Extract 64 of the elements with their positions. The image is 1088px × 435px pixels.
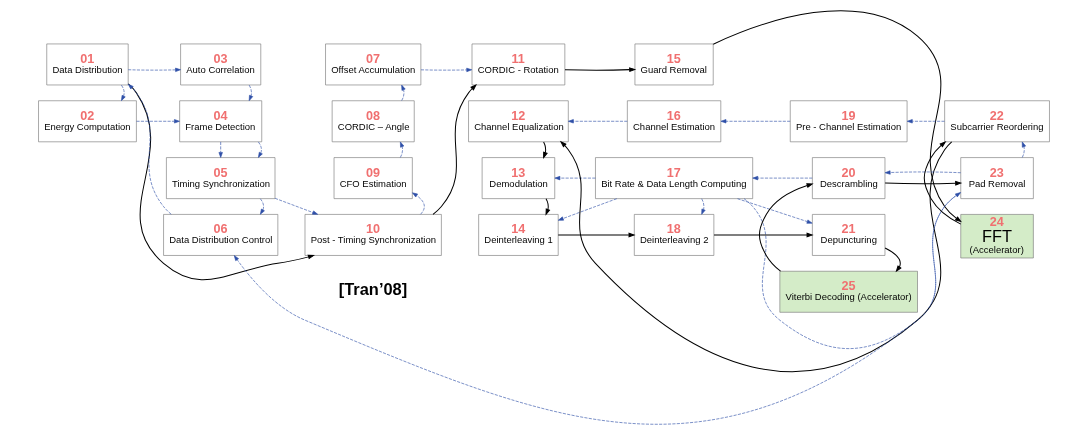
arrow [127,84,172,215]
node-box: 25 Viterbi Decoding (Accelerator) [779,270,918,313]
arrow [554,176,596,181]
node-box: 01 Data Distribution [46,43,129,86]
arrow [401,84,406,101]
node-box: 18 Deinterleaving 2 [634,214,715,256]
arrow [121,84,126,101]
arrow [432,83,477,215]
node-box: 09 CFO Estimation [333,157,413,199]
node-box: 05 Timing Synchronization [166,157,276,199]
arrow [248,84,254,101]
arrow [564,67,637,73]
arrow [884,180,963,186]
arrow [559,140,953,372]
node-box: 06 Data Distribution Control [163,214,279,256]
node-box: 02 Energy Computation [38,100,137,143]
node-box: 14 Deinterleaving 1 [478,214,559,256]
label: [Tran’08] [338,280,408,299]
node-box: 17 Bit Rate & Data Length Computing [595,157,753,199]
node-box: 12 Channel Equalization [468,100,569,143]
arrow [737,198,813,224]
node-box: 10 Post - Timing Synchronization [304,214,442,256]
node-box: 24 FFT (Accelerator) [960,214,1034,259]
arrow [701,198,706,215]
arrow [752,176,813,181]
node-box: 08 CORDIC – Angle [331,100,415,143]
arrow [218,141,223,158]
arrow [557,232,636,238]
arrow [1021,141,1026,158]
arrow [400,141,405,158]
arrow [274,198,319,215]
node-box: 20 Descrambling [812,157,886,199]
node-box: 04 Frame Detection [179,100,263,143]
node-box: 16 Channel Estimation [627,100,722,143]
arrow [420,67,473,72]
node-box: 03 Auto Correlation [180,43,262,86]
arrow [412,192,425,215]
node-box: 13 Demodulation [481,157,556,199]
node-box: 19 Pre - Channel Estimation [789,100,908,143]
arrow [127,67,181,72]
arrow [260,198,265,215]
arrow [923,141,962,225]
arrow [136,119,180,124]
arrow [712,10,962,223]
arrow [258,141,263,158]
arrow [558,198,618,221]
node-box: 07 Offset Accumulation [325,43,422,86]
arrow [743,192,961,349]
arrow [884,247,902,273]
node-box: 23 Pad Removal [960,157,1034,199]
arrow [545,198,551,216]
arrow [758,183,814,272]
arrow [568,119,628,124]
arrow [127,83,315,281]
arrow [713,232,814,238]
arrow [906,119,945,124]
arrow [233,192,961,425]
arrow [720,119,791,124]
node-box: 11 CORDIC - Rotation [471,43,566,86]
node-box: 21 Depuncturing [812,214,886,256]
arrow [543,141,548,159]
arrow [884,170,962,175]
node-box: 22 Subcarrier Reordering [944,100,1050,143]
node-box: 15 Guard Removal [634,43,714,86]
